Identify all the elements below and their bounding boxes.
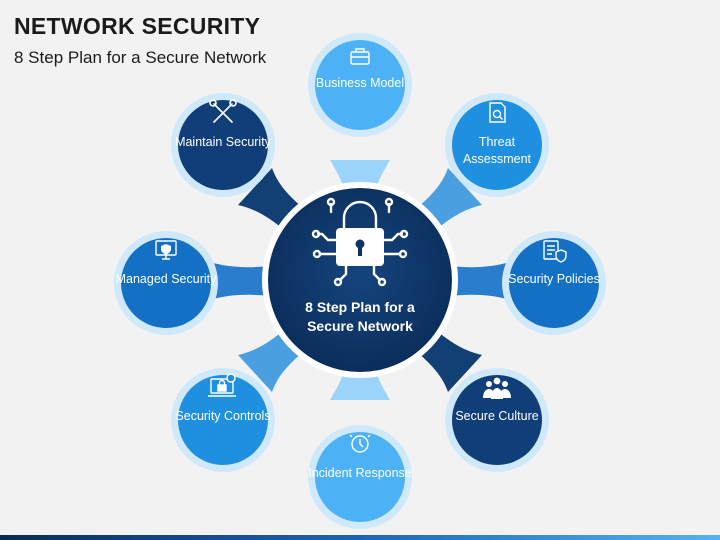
step-node-managed-security bbox=[114, 231, 218, 335]
step-node-secure-culture bbox=[445, 368, 549, 472]
policy-shield-icon bbox=[543, 240, 567, 263]
step-label-security-policies: Security Policies bbox=[508, 272, 600, 286]
step-label-maintain-security: Maintain Security bbox=[175, 135, 271, 149]
step-label-incident-response: Incident Response bbox=[308, 466, 412, 480]
hub-node bbox=[262, 182, 458, 378]
clock-alert-icon bbox=[349, 434, 371, 453]
hub-label: 8 Step Plan for a Secure Network bbox=[305, 299, 415, 334]
step-label-security-controls: Security Controls bbox=[175, 409, 271, 423]
step-label-business-model: Business Model bbox=[315, 76, 405, 90]
tools-icon bbox=[209, 99, 237, 123]
page-subtitle: 8 Step Plan for a Secure Network bbox=[14, 48, 267, 67]
laptop-lock-icon bbox=[208, 373, 236, 397]
step-node-security-policies bbox=[502, 231, 606, 335]
step-node-maintain-security bbox=[171, 93, 275, 197]
padlock-circuit-icon bbox=[311, 197, 409, 287]
briefcase-icon bbox=[350, 48, 370, 65]
step-label-threat-assessment: Threat Assessment bbox=[462, 135, 532, 166]
arm-security-policies bbox=[450, 262, 510, 300]
bottom-accent-bar bbox=[0, 535, 720, 540]
people-group-icon bbox=[483, 377, 511, 399]
document-search-icon bbox=[489, 102, 506, 123]
step-label-managed-security: Managed Security bbox=[115, 272, 217, 286]
step-node-threat-assessment bbox=[445, 93, 549, 197]
step-node-incident-response bbox=[308, 425, 412, 529]
arm-managed-security bbox=[210, 262, 270, 300]
step-node-business-model bbox=[308, 33, 412, 137]
page-title: NETWORK SECURITY bbox=[14, 13, 261, 39]
step-label-secure-culture: Secure Culture bbox=[455, 409, 539, 423]
monitor-shield-icon bbox=[155, 240, 177, 260]
step-node-security-controls bbox=[171, 368, 275, 472]
